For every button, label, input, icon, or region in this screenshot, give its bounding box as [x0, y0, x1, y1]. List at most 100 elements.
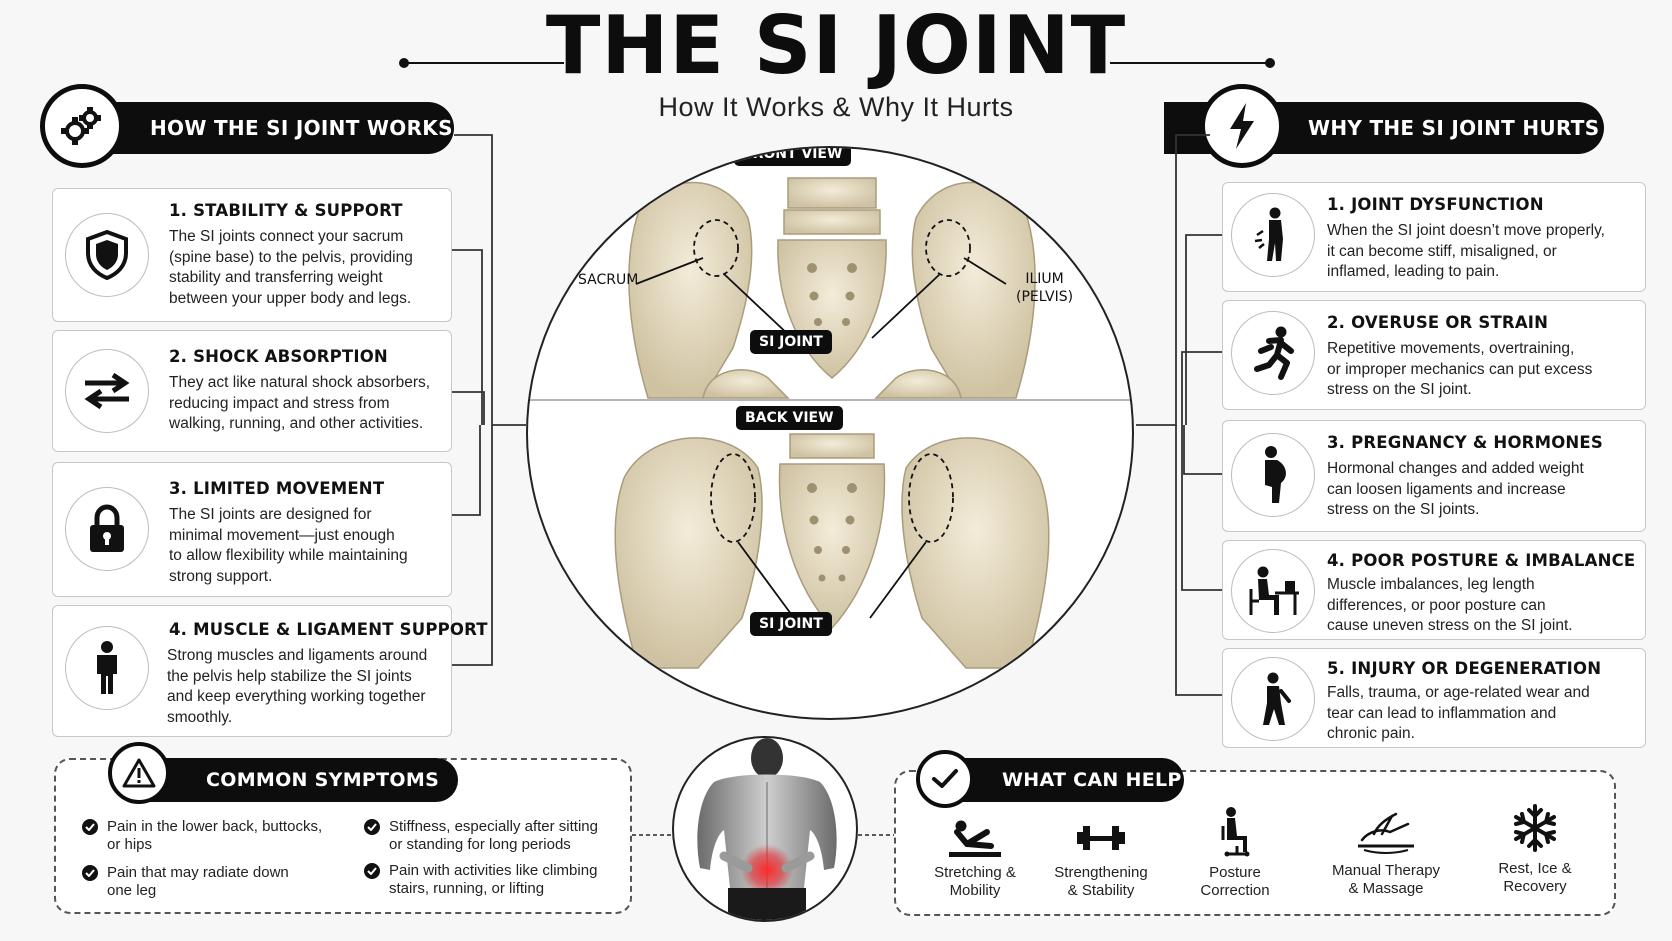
si-joint-left-back-marker [710, 453, 756, 543]
card-text: Repetitive movements, overtraining, or i… [1327, 339, 1643, 401]
text-line: smoothly. [167, 708, 233, 726]
card-text: When the SI joint doesn’t move properly,… [1327, 221, 1643, 283]
text-line: & Stability [1067, 882, 1135, 899]
front-view-pelvis [628, 177, 1036, 399]
card-text: They act like natural shock absorbers, r… [169, 373, 453, 435]
injured-person-icon [1231, 657, 1315, 741]
text-line: Muscle imbalances, leg length [1327, 576, 1535, 593]
si-joint-back-badge: SI JOINT [750, 612, 832, 636]
lightning-icon [1200, 84, 1284, 168]
left-card-muscle: 4. MUSCLE & LIGAMENT SUPPORT Strong musc… [52, 605, 488, 737]
right-card-injury: 5. INJURY OR DEGENERATION Falls, trauma,… [1222, 648, 1646, 748]
warning-icon [108, 742, 170, 804]
card-text: Hormonal changes and added weight can lo… [1327, 459, 1643, 521]
symptoms-banner-label: COMMON SYMPTOMS [206, 769, 440, 791]
si-joint-right-back-marker [908, 453, 954, 543]
text-line: stress on the SI joint. [1327, 381, 1472, 398]
right-card-posture: 4. POOR POSTURE & IMBALANCE Muscle imbal… [1222, 540, 1646, 640]
card-text: Strong muscles and ligaments around the … [167, 646, 451, 728]
help-item-posture: Posture Correction [1180, 806, 1290, 900]
help-connector [858, 834, 894, 836]
text-line: reducing impact and stress from [169, 394, 390, 412]
text-line: Pain in the lower back, buttocks, [107, 818, 323, 835]
sacral-foramina-front [807, 263, 857, 326]
text-line: or standing for long periods [389, 836, 571, 853]
back-view-badge: BACK VIEW [736, 406, 843, 430]
text-line: between your upper body and legs. [169, 289, 412, 307]
right-card-pregnancy: 3. PREGNANCY & HORMONES Hormonal changes… [1222, 420, 1646, 532]
text-line: walking, running, and other activities. [169, 415, 424, 432]
left-card-stability: 1. STABILITY & SUPPORT The SI joints con… [52, 188, 452, 322]
text-line: Manual Therapy [1331, 862, 1441, 879]
text-line: the pelvis help stabilize the SI joints [167, 667, 412, 685]
pelvis-diagram: FRONT VIEW BACK VIEW SI JOINT SI JOINT S… [526, 146, 1134, 720]
text-line: Rest, Ice & [1498, 860, 1572, 877]
ilium-label-line2: (PELVIS) [1016, 289, 1074, 305]
help-item-rest: Rest, Ice & Recovery [1480, 802, 1590, 896]
lower-back-pain-illustration [672, 736, 858, 922]
text-line: Pain with activities like climbing [389, 862, 598, 879]
left-card-shock: 2. SHOCK ABSORPTION They act like natura… [52, 330, 452, 452]
text-line: stress on the SI joints. [1327, 501, 1480, 518]
si-joint-front-badge: SI JOINT [750, 330, 832, 354]
text-line: The SI joints are designed for [169, 506, 372, 523]
pregnant-person-icon [1231, 433, 1315, 517]
page-subtitle: How It Works & Why It Hurts [658, 92, 1014, 122]
text-line: chronic pain. [1327, 725, 1415, 742]
si-joint-right-front-marker [925, 219, 971, 277]
text-line: stairs, running, or lifting [389, 880, 545, 897]
how-it-works-banner-label: HOW THE SI JOINT WORKS [150, 116, 453, 140]
why-it-hurts-banner-label: WHY THE SI JOINT HURTS [1308, 116, 1600, 140]
ilium-label: ILIUM (PELVIS) [1016, 270, 1073, 306]
si-joint-left-front-marker [693, 219, 739, 277]
card-text: The SI joints connect your sacrum (spine… [169, 227, 449, 309]
text-line: Strong muscles and ligaments around [167, 647, 428, 664]
right-card-dysfunction: 1. JOINT DYSFUNCTION When the SI joint d… [1222, 182, 1646, 292]
text-line: to allow flexibility while maintaining [169, 547, 408, 564]
sacrum-label: SACRUM [578, 272, 639, 288]
text-line: one leg [107, 882, 157, 899]
how-it-works-banner: HOW THE SI JOINT WORKS [84, 102, 454, 154]
help-item-manual-therapy: Manual Therapy & Massage [1316, 804, 1456, 898]
text-line: Hormonal changes and added weight [1327, 460, 1584, 477]
help-banner-label: WHAT CAN HELP [1002, 769, 1182, 791]
card-title: 1. JOINT DYSFUNCTION [1327, 195, 1544, 214]
title-rule-right [1110, 58, 1275, 68]
text-line: and keep everything working together [167, 688, 426, 705]
help-item-stretching: Stretching & Mobility [920, 818, 1030, 900]
card-title: 2. OVERUSE OR STRAIN [1327, 313, 1549, 332]
card-title: 5. INJURY OR DEGENERATION [1327, 659, 1602, 678]
text-line: They act like natural shock absorbers, [169, 374, 431, 391]
text-line: When the SI joint doesn’t move properly, [1327, 222, 1605, 239]
symptoms-banner: COMMON SYMPTOMS [140, 758, 458, 802]
page-title: THE SI JOINT [545, 0, 1127, 92]
card-title: 2. SHOCK ABSORPTION [169, 347, 388, 366]
card-title: 3. LIMITED MOVEMENT [169, 479, 385, 498]
text-line: or improper mechanics can put excess [1327, 360, 1593, 378]
text-line: Posture [1209, 864, 1261, 881]
person-icon [65, 626, 149, 710]
help-banner: WHAT CAN HELP [946, 758, 1184, 802]
desk-worker-icon [1231, 549, 1315, 633]
text-line: can loosen ligaments and increase [1327, 480, 1566, 498]
right-connector-lines [1136, 134, 1224, 696]
text-line: it can become stiff, misaligned, or [1327, 242, 1557, 260]
card-text: Falls, trauma, or age-related wear and t… [1327, 683, 1643, 745]
sacral-foramina-back [807, 483, 857, 582]
text-line: or hips [107, 836, 153, 853]
text-line: cause uneven stress on the SI joint. [1327, 617, 1573, 634]
help-item-strengthening: Strengthening & Stability [1046, 818, 1156, 900]
right-card-overuse: 2. OVERUSE OR STRAIN Repetitive movement… [1222, 300, 1646, 410]
back-view-pelvis [614, 433, 1050, 669]
title-rule-left [399, 58, 564, 68]
checkmark-icon [916, 750, 974, 808]
text-line: & Massage [1348, 880, 1424, 897]
runner-icon [1231, 311, 1315, 395]
symptoms-connector [632, 834, 672, 836]
check-bullet-icon [364, 819, 380, 835]
symptom-item: Pain in the lower back, buttocks,or hips [82, 818, 322, 854]
snowflake-icon [1514, 804, 1556, 852]
check-bullet-icon [364, 863, 380, 879]
back-pain-person-icon [1231, 193, 1315, 277]
